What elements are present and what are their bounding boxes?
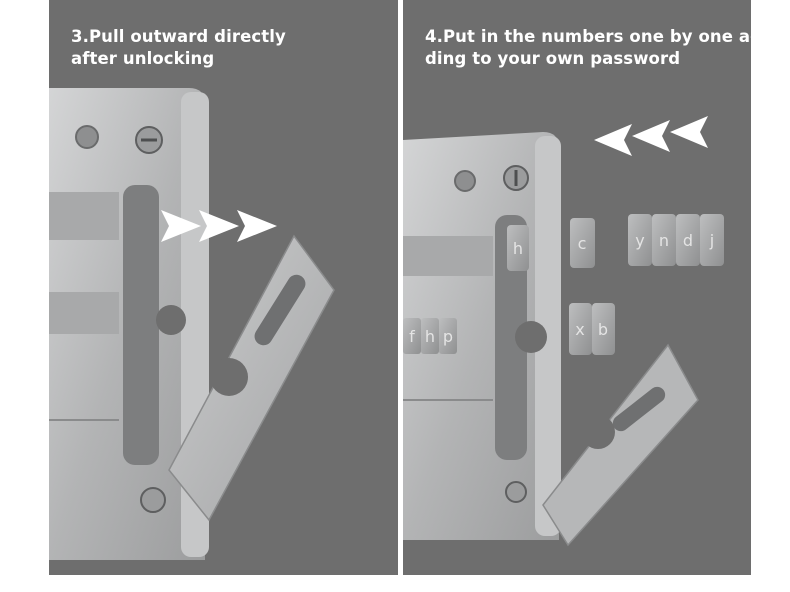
tile — [421, 318, 439, 354]
tile-letter: b — [598, 320, 608, 339]
arrows-right — [161, 210, 277, 242]
tile — [700, 214, 724, 266]
tile-letter: c — [578, 234, 587, 253]
tile — [507, 225, 529, 271]
screw-hole — [515, 321, 547, 353]
caption-line: ding to your own password — [425, 49, 681, 68]
step-4-illustration: h f h p c y n d j x b — [403, 116, 724, 547]
card-slot — [495, 215, 527, 460]
arm-hole — [581, 415, 615, 449]
tile — [628, 214, 652, 266]
tile-letter: h — [425, 327, 435, 346]
tile-letter: x — [575, 320, 584, 339]
caption-line: 4.Put in the numbers one by one accor — [425, 27, 751, 46]
tile-letter: f — [409, 327, 415, 346]
screw — [75, 125, 99, 149]
arrows-left — [594, 116, 708, 156]
tile — [439, 318, 457, 354]
tile-letter: j — [709, 231, 714, 250]
step-3-illustration — [49, 88, 335, 560]
slot-bar — [49, 192, 119, 240]
arm-hole — [156, 305, 186, 335]
tile — [652, 214, 676, 266]
screw — [505, 481, 527, 503]
tile — [676, 214, 700, 266]
slot-bar — [403, 236, 493, 276]
screw — [454, 170, 476, 192]
tile — [403, 318, 421, 354]
arm-slot — [254, 274, 306, 346]
tile — [569, 303, 592, 355]
caption-line: after unlocking — [71, 49, 215, 68]
tile-letter: n — [659, 231, 669, 250]
caption-line: 3.Pull outward directly — [71, 27, 286, 46]
hinge-arm — [542, 343, 699, 547]
tile — [570, 218, 595, 268]
step-3-caption: 3.Pull outward directly after unlocking — [71, 26, 388, 70]
hinge-arm — [168, 234, 335, 522]
tile-letter: d — [683, 231, 693, 250]
card-slot — [123, 185, 159, 465]
arm-hole — [210, 358, 248, 396]
slot-bar — [49, 292, 119, 334]
card-frame-edge — [535, 136, 561, 536]
step-4-caption: 4.Put in the numbers one by one accor di… — [425, 26, 751, 70]
step-3-panel: 3.Pull outward directly after unlocking — [49, 0, 398, 575]
tile-letter: y — [635, 231, 644, 250]
tile — [592, 303, 615, 355]
arm-slot — [612, 386, 666, 432]
tile-letter: p — [443, 327, 453, 346]
screw — [140, 487, 166, 513]
step-4-panel: h f h p c y n d j x b 4.Put in the numbe… — [403, 0, 751, 575]
tile-letter: h — [513, 239, 523, 258]
